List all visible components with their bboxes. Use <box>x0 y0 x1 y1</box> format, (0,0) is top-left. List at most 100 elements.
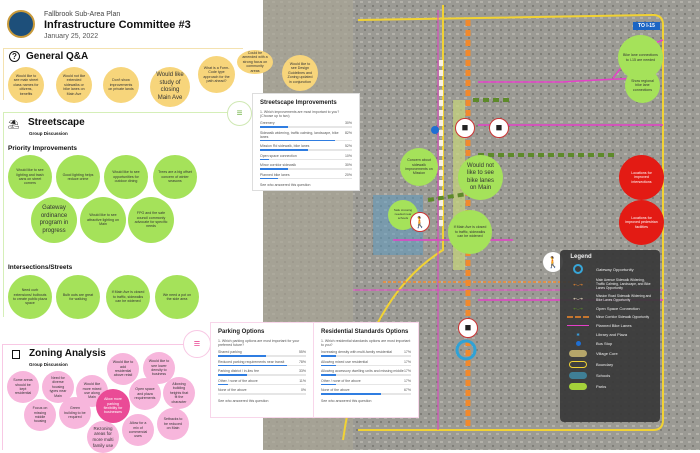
poll-option-bar <box>321 355 411 357</box>
legend-item: Mission Road Sidewalk Widening and Bike … <box>596 294 652 302</box>
legend-item: Schools <box>596 373 611 378</box>
legend-item: Gateway Opportunity <box>596 266 634 272</box>
poll-option-label: Allowing accessory dwelling units and mi… <box>321 369 404 373</box>
boundary-icon <box>566 361 590 368</box>
zoning-bubble: Setbacks to be reduced on Main <box>157 408 189 440</box>
streetscape-title: Streetscape <box>28 117 85 128</box>
poll-option-percent: 30% <box>344 121 352 125</box>
poll-option-bar <box>218 393 306 395</box>
qa-bubble: Don't show improvements on private lands <box>103 67 139 103</box>
minor-corridor-icon <box>566 316 590 318</box>
schools-icon <box>566 372 590 379</box>
poll-footer-link[interactable]: See who answered this question <box>260 183 311 187</box>
question-icon: ? <box>9 51 20 62</box>
poll-option-percent: 17% <box>403 369 411 373</box>
poll-question: 1. Which residential standards options a… <box>321 339 411 347</box>
qa-bubble: Would like to see Design Guidelines and … <box>282 55 318 91</box>
page-title: Infrastructure Committee #3 <box>44 19 191 31</box>
poll-question: 1. Which improvements are most important… <box>260 110 340 118</box>
poll-option-label: Shared parking <box>218 350 242 354</box>
streetscape-subtitle: Group Discussion <box>29 131 68 136</box>
zoning-section <box>2 344 210 450</box>
zoning-bubble: Open space and plaza requirements <box>129 378 161 410</box>
qa-bubble: What is a Form-Code type approach for th… <box>198 56 235 93</box>
zoning-bubble: Focus on missing middle housing <box>24 399 56 431</box>
streetscape-icon: ⛱ <box>8 119 20 129</box>
poll-option-bar <box>321 383 411 385</box>
poll-option-percent: 17% <box>403 350 411 354</box>
white-arrow-icon: ⇠--⇢ <box>573 295 583 301</box>
general-qa-title: General Q&A <box>26 51 89 62</box>
priority-title: Priority Improvements <box>8 145 77 152</box>
priority-bubble: Gateway ordinance program in progress <box>31 197 77 243</box>
village-core-icon <box>566 350 590 357</box>
meeting-date: January 25, 2022 <box>44 33 99 40</box>
poll-option-bar <box>260 139 352 141</box>
map-legend: Legend Gateway Opportunity ⇠--⇢Main Aven… <box>560 250 660 422</box>
poll-option-percent: 78% <box>298 359 306 364</box>
poll-option-bar <box>218 364 306 366</box>
poll-footer-link[interactable]: See who answered this question <box>218 398 269 403</box>
poll-option-bar <box>218 383 306 385</box>
poll-option-bar <box>218 355 306 357</box>
map-note: Concern about sidewalk improvements on M… <box>400 148 438 186</box>
poll-option-bar <box>260 149 352 151</box>
legend-item: Planned Bike Lanes <box>596 323 632 328</box>
poll-option-label: Planned bike lanes <box>260 172 290 177</box>
gateway-icon <box>566 264 590 274</box>
intersections-title: Intersections/Streets <box>8 264 73 271</box>
poll-question: 1. Which parking options are most import… <box>218 339 300 347</box>
poll-option: Reduced parking requirements near transi… <box>218 359 306 366</box>
zoning-bubble: Allowing building heights that fit the c… <box>163 377 195 409</box>
poll-option-label: Other / none of the above <box>321 378 361 383</box>
pedestrian-icon: 🚶 <box>410 212 430 232</box>
orange-arrow-icon: ⇠--⇢ <box>573 281 583 287</box>
legend-item: Bus Stop <box>596 341 613 346</box>
priority-bubble: Would like to see attractive lighting on… <box>80 197 126 243</box>
poll-icon: ≡ <box>183 330 211 358</box>
poll-option: Increasing density with multi-family res… <box>321 350 411 357</box>
poll-option-label: Sidewalk widening, traffic calming, land… <box>260 130 339 139</box>
qa-bubble: Could be amended with a strong focus on … <box>237 50 273 74</box>
poll-option-label: Parking district / in-lieu fee <box>218 369 260 373</box>
legend-item: Minor Corridor Sidewalk Opportunity <box>596 315 650 319</box>
poll-option-bar <box>260 126 352 128</box>
poll-option-percent: 33% <box>298 369 306 373</box>
legend-title: Legend <box>570 254 592 260</box>
parking-poll-card: Parking Options 1. Which parking options… <box>210 322 314 418</box>
bike-lane-icon <box>566 325 590 326</box>
to-i15-sign: TO I-15 <box>633 22 660 30</box>
legend-item: Parks <box>596 384 607 389</box>
poll-option-label: Reduced parking requirements near transi… <box>218 359 285 364</box>
poll-option-label: Allowing mixed use residential <box>321 359 368 364</box>
poll-option-bar <box>321 393 411 395</box>
poll-option-bar <box>260 168 352 170</box>
zoning-bubble: Allow for a mix of commercial uses <box>122 414 154 446</box>
intersection-bubble: Bulb outs are great for walking <box>56 275 100 319</box>
legend-item: Open Space Connection <box>596 306 640 311</box>
poll-option-label: Mission Rd sidewalk, bike lanes <box>260 144 310 148</box>
aerial-map[interactable]: TO I-15 Bike lane connections to I-15 ar… <box>263 0 700 450</box>
poll-option-label: None of the above <box>218 388 247 392</box>
intersection-icon: ■ <box>489 118 509 138</box>
legend-item: Library and Plaza <box>596 332 628 337</box>
pedestrian-icon: 🚶 <box>543 252 563 272</box>
legend-item: Village Core <box>596 351 618 356</box>
streetscape-poll-card: Streetscape Improvements 1. Which improv… <box>252 93 360 191</box>
intersection-bubble: Need curb extensions/ bulbouts to create… <box>8 275 52 319</box>
zoning-subtitle: Group Discussion <box>29 362 68 367</box>
poll-option-percent: 17% <box>403 359 411 364</box>
poll-option-percent: 67% <box>403 388 411 392</box>
priority-bubble: Trees are a big offset concern of winter… <box>153 155 197 199</box>
zoning-bubble: Rezoning areas for more multi family use <box>87 421 119 453</box>
poll-title: Parking Options <box>218 329 265 335</box>
poll-option-label: Open space connection <box>260 153 297 158</box>
poll-footer-link[interactable]: See who answered this question <box>321 398 372 403</box>
